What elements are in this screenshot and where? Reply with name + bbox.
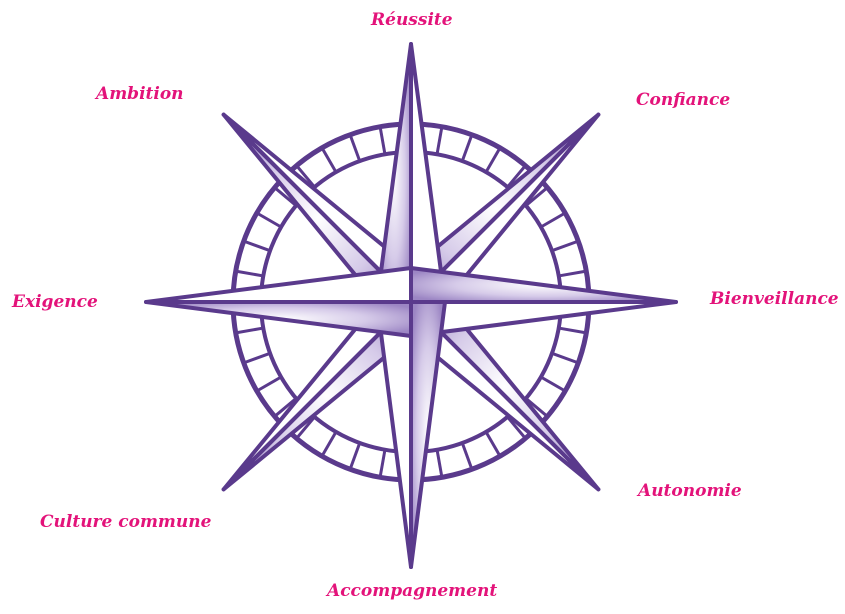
ring-tick bbox=[322, 432, 336, 456]
ring-tick bbox=[257, 213, 281, 227]
label-northeast: Confiance bbox=[636, 92, 730, 109]
ring-tick bbox=[236, 271, 264, 276]
point-west-light bbox=[146, 268, 411, 302]
ring-tick bbox=[552, 241, 578, 251]
ring-tick bbox=[244, 353, 270, 363]
label-northwest: Ambition bbox=[96, 86, 184, 103]
ring-tick bbox=[236, 328, 264, 333]
point-south-light bbox=[377, 302, 411, 567]
ring-tick bbox=[322, 148, 336, 172]
ring-tick bbox=[541, 213, 565, 227]
point-east-shade bbox=[411, 268, 676, 302]
label-southwest: Culture commune bbox=[40, 514, 211, 531]
point-south-shade bbox=[411, 302, 445, 567]
point-north-shade bbox=[377, 44, 411, 302]
ring-tick bbox=[486, 432, 500, 456]
ring-tick bbox=[462, 443, 472, 469]
ring-tick bbox=[462, 135, 472, 161]
label-west: Exigence bbox=[12, 294, 98, 311]
label-south: Accompagnement bbox=[327, 583, 497, 600]
label-southeast: Autonomie bbox=[638, 483, 742, 500]
ring-tick bbox=[350, 135, 360, 161]
ring-tick bbox=[486, 148, 500, 172]
ring-tick bbox=[559, 271, 587, 276]
ring-tick bbox=[380, 127, 385, 155]
point-west-shade bbox=[146, 302, 411, 336]
ring-tick bbox=[437, 127, 442, 155]
point-east-light bbox=[411, 302, 676, 336]
ring-tick bbox=[541, 377, 565, 391]
ring-tick bbox=[437, 450, 442, 478]
ring-tick bbox=[559, 328, 587, 333]
label-east: Bienveillance bbox=[710, 291, 839, 308]
point-north-light bbox=[411, 44, 445, 302]
ring-tick bbox=[244, 241, 270, 251]
ring-tick bbox=[257, 377, 281, 391]
ring-tick bbox=[350, 443, 360, 469]
ring-tick bbox=[380, 450, 385, 478]
label-north: Réussite bbox=[371, 12, 453, 29]
ring-tick bbox=[552, 353, 578, 363]
